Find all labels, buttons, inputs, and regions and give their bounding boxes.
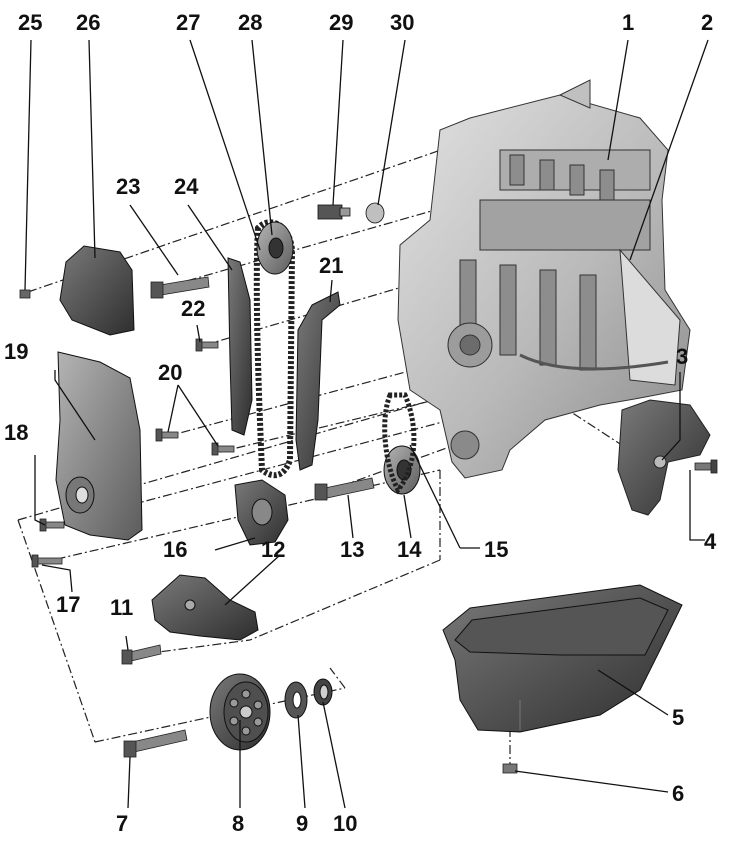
bolt-25 xyxy=(19,289,31,299)
callout-12: 12 xyxy=(261,537,286,562)
callout-28: 28 xyxy=(238,10,263,35)
callout-20: 20 xyxy=(158,360,183,385)
callout-14: 14 xyxy=(397,537,422,562)
callout-18: 18 xyxy=(4,420,29,445)
callout-29: 29 xyxy=(329,10,354,35)
camshaft-sprocket xyxy=(256,221,294,275)
callout-7: 7 xyxy=(116,811,129,836)
bolt-23 xyxy=(150,276,210,299)
oil-sump xyxy=(442,584,683,733)
callout-22: 22 xyxy=(181,296,206,321)
accessory-bracket xyxy=(151,574,259,641)
callout-9: 9 xyxy=(296,811,309,836)
sensor-29 xyxy=(317,204,351,220)
callout-24: 24 xyxy=(174,174,199,199)
crankshaft-seal xyxy=(313,678,333,706)
callout-27: 27 xyxy=(176,10,201,35)
callout-3: 3 xyxy=(676,344,689,369)
plug-30 xyxy=(365,202,385,224)
upper-cover xyxy=(59,245,135,336)
callout-30: 30 xyxy=(390,10,415,35)
chain-tensioner xyxy=(234,479,289,546)
guide-bolts-20 xyxy=(155,428,235,456)
bolt-22 xyxy=(195,338,219,352)
drain-plug xyxy=(502,763,518,774)
callout-26: 26 xyxy=(76,10,101,35)
callout-6: 6 xyxy=(672,781,685,806)
guide-rail xyxy=(227,257,253,436)
callout-8: 8 xyxy=(232,811,245,836)
bolt-13 xyxy=(314,477,375,501)
callout-23: 23 xyxy=(116,174,141,199)
oil-pump-chain xyxy=(382,392,417,495)
callout-15: 15 xyxy=(484,537,509,562)
callout-4: 4 xyxy=(704,529,717,554)
leader-lines xyxy=(24,39,709,809)
callout-5: 5 xyxy=(672,705,685,730)
callout-17: 17 xyxy=(56,592,81,617)
callout-16: 16 xyxy=(163,537,188,562)
bolt-4 xyxy=(694,459,718,474)
callout-21: 21 xyxy=(319,253,344,278)
callout-2: 2 xyxy=(701,10,714,35)
callout-1: 1 xyxy=(622,10,635,35)
crankshaft-pulley xyxy=(209,673,271,751)
thrust-washer xyxy=(284,681,308,719)
callout-13: 13 xyxy=(340,537,365,562)
callout-19: 19 xyxy=(4,339,29,364)
tensioning-rail xyxy=(295,291,341,471)
cylinder-block xyxy=(397,79,691,479)
callout-11: 11 xyxy=(110,595,134,620)
callout-10: 10 xyxy=(333,811,358,836)
crankshaft-bolt xyxy=(123,729,188,758)
bolt-11 xyxy=(121,644,162,665)
callout-25: 25 xyxy=(18,10,43,35)
bolt-17 xyxy=(31,554,63,568)
timing-chain-cover xyxy=(55,351,143,541)
